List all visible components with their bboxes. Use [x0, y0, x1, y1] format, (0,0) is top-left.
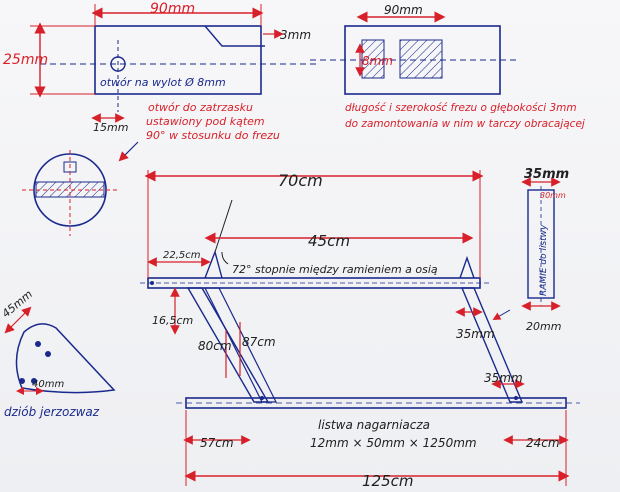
angle-arc [221, 251, 229, 265]
side-bar-bottom-label: 20mm [526, 320, 561, 333]
disc-pointer [118, 141, 139, 162]
side-bar-pointer [492, 309, 511, 320]
section-note-line-1: długość i szerokość frezu o głębokości 3… [345, 102, 577, 114]
side-bar: 35mm 30mm RAMIE do listwy 20mm [492, 167, 569, 333]
hole-label: otwór na wylot Ø 8mm [100, 76, 226, 89]
side-bar-inner-label: 30mm [540, 191, 566, 200]
section-hatch-right [399, 39, 443, 79]
plate-bevel [204, 25, 265, 47]
claw-outline [15, 323, 116, 394]
left-arm-bracket [204, 249, 223, 279]
main-assembly: 70cm 45cm 72° stopnie między ramieniem a… [140, 170, 580, 490]
hole-note-line-3: 90° w stosunku do frezu [146, 129, 280, 142]
arm-span-label: 45cm [308, 232, 350, 250]
total-width-label: 70cm [278, 171, 323, 190]
claw-hole-label: 40mm [32, 379, 64, 390]
claw-top-label: 45mm [0, 288, 35, 321]
claw-hole [19, 378, 25, 384]
angle-line [214, 199, 233, 253]
claw-top-dim [4, 306, 32, 334]
right-offset2-label: 35mm [484, 371, 523, 385]
left-offset-label: 22,5cm [163, 250, 201, 261]
plate-thickness-label: 3mm [280, 28, 311, 42]
claw-detail: 45mm 40mm dziób jerzozwaz [0, 288, 116, 419]
leg2-label: 87cm [242, 335, 276, 349]
hole-offset-label: 15mm [93, 121, 128, 134]
plate-height-label: 25mm [3, 52, 48, 68]
hole-note-line-1: otwór do zatrzasku [148, 101, 253, 114]
right-arm-bracket [459, 255, 475, 279]
leg1-label: 80cm [198, 339, 232, 353]
base-right-label: 24cm [526, 436, 560, 450]
disc-detail [22, 141, 139, 236]
plate-outline [94, 25, 262, 95]
section-note-line-2: do zamontowania w nim w tarczy obracając… [345, 118, 585, 130]
base-label: listwa nagarniacza [318, 418, 430, 432]
claw-hole [35, 341, 41, 347]
base-left-label: 57cm [200, 436, 234, 450]
leg-right [460, 287, 524, 403]
plate-section-view: 90mm 8mm długość i szerokość frezu o głę… [310, 3, 585, 130]
claw-hole [31, 378, 37, 384]
angle-label: 72° stopnie między ramieniem a osią [232, 263, 438, 276]
claw-label: dziób jerzozwaz [4, 405, 100, 419]
base-spec: 12mm × 50mm × 1250mm [310, 436, 477, 450]
claw-hole [45, 351, 51, 357]
hole-note-line-2: ustawiony pod kątem [146, 115, 265, 128]
side-bar-label: RAMIE do listwy [539, 224, 549, 296]
leg-left-2 [204, 287, 277, 403]
left-drop-label: 16,5cm [152, 314, 193, 327]
base-total-label: 125cm [362, 472, 414, 490]
plate-top-view: 90mm 25mm 3mm otwór na wylot Ø 8mm 15mm … [3, 1, 320, 142]
side-bar-width-label: 35mm [524, 167, 569, 182]
section-width-label: 90mm [384, 3, 423, 17]
right-offset-label: 35mm [456, 327, 495, 341]
plate-width-label: 90mm [150, 1, 195, 17]
slot-label: 8mm [362, 54, 393, 68]
